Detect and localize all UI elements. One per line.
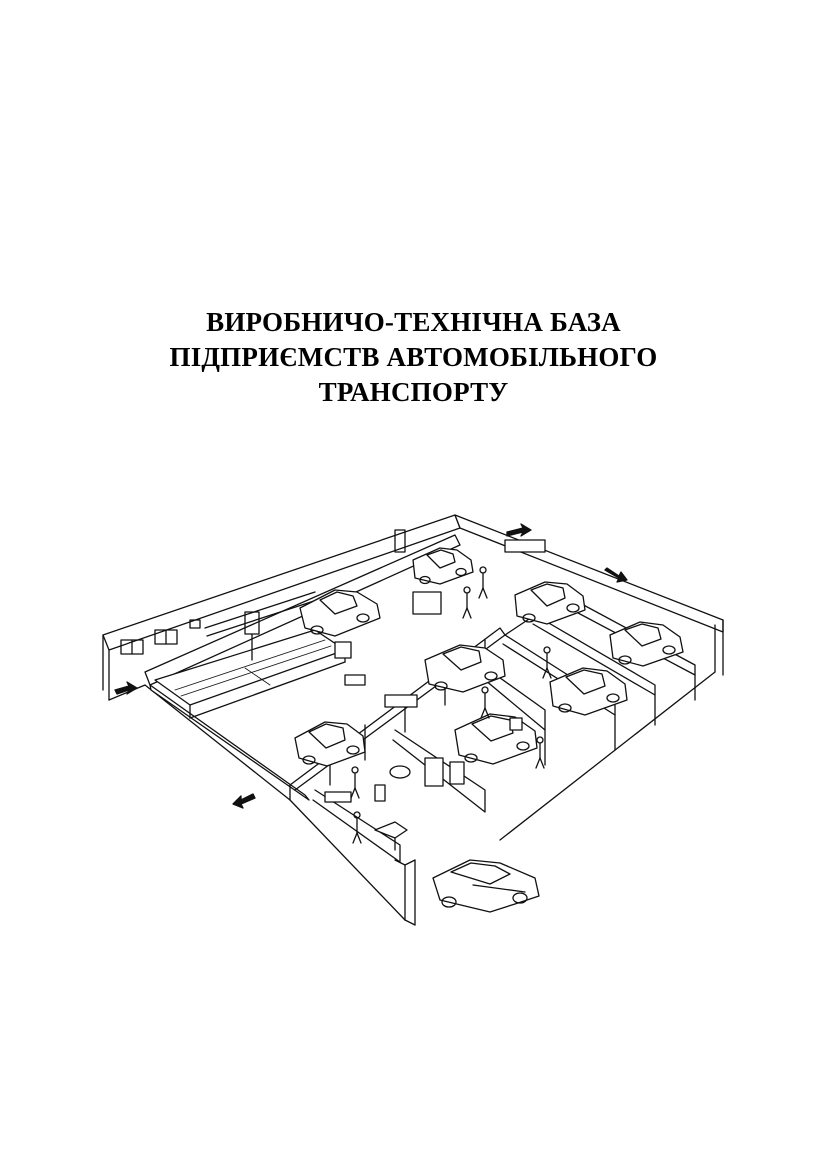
direction-arrows xyxy=(114,523,628,809)
car-8 xyxy=(294,721,366,767)
title-line-1: ВИРОБНИЧО-ТЕХНІЧНА БАЗА xyxy=(206,307,621,337)
car-9-outside xyxy=(432,859,540,913)
page-title: ВИРОБНИЧО-ТЕХНІЧНА БАЗА ПІДПРИЄМСТВ АВТО… xyxy=(0,305,827,410)
car-4 xyxy=(424,644,506,693)
title-line-2: ПІДПРИЄМСТВ АВТОМОБІЛЬНОГО xyxy=(169,342,658,372)
car-7 xyxy=(454,713,538,765)
car-6 xyxy=(549,667,628,716)
floor-outline xyxy=(108,671,716,926)
car-1 xyxy=(299,589,381,637)
title-line-3: ТРАНСПОРТУ xyxy=(318,377,509,407)
workers xyxy=(350,566,552,844)
car-3 xyxy=(514,581,586,625)
car-2 xyxy=(412,547,474,585)
roof-hatching xyxy=(174,639,332,697)
equipment xyxy=(324,539,546,851)
workshop-illustration xyxy=(95,500,735,940)
overhead-hoist xyxy=(204,529,406,661)
car-5 xyxy=(609,621,684,667)
